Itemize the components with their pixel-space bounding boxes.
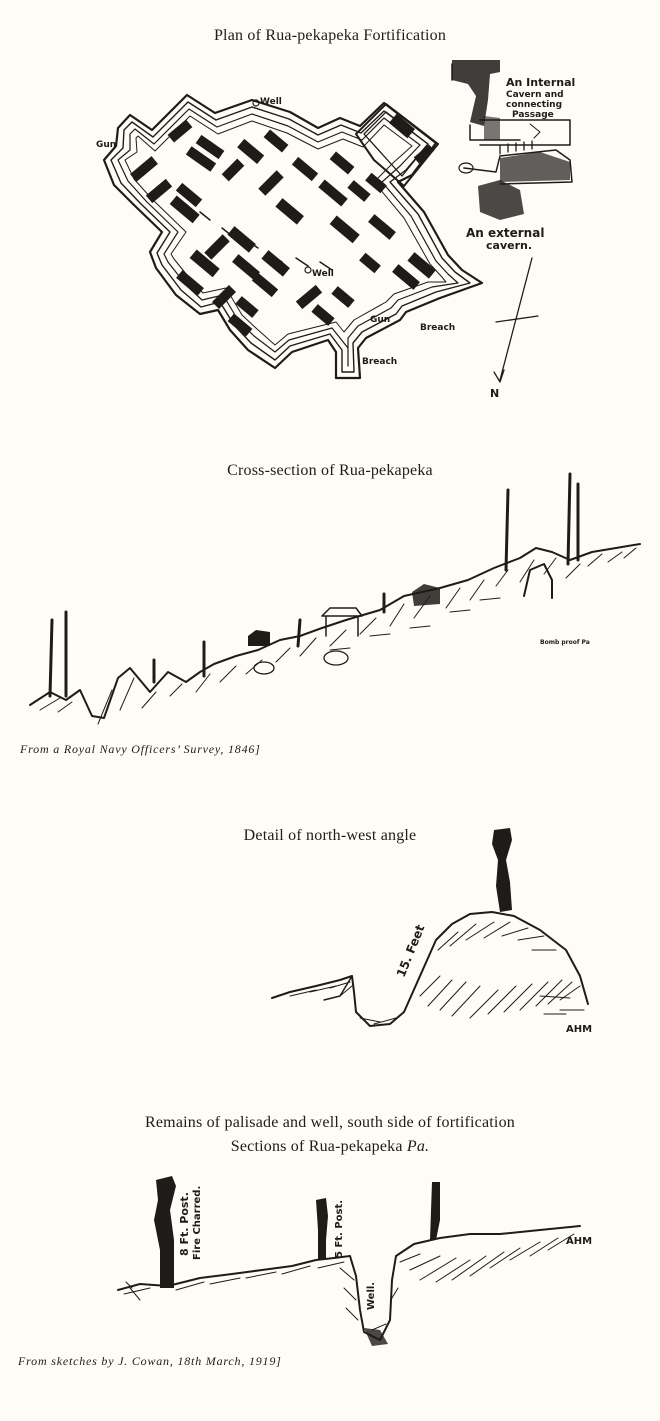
external-cavern-caption: An external cavern.	[466, 226, 544, 252]
palisade-title-line2: Sections of Rua-pekapeka Pa.	[0, 1138, 660, 1156]
palisade-initials: AHM	[566, 1236, 592, 1247]
plan-panel: Plan of Rua-pekapeka Fortification	[0, 0, 660, 440]
terrain-hatching	[39, 547, 637, 725]
external-cavern-sketch	[458, 140, 573, 220]
detail-drawing: 15. Feet AHM	[271, 828, 592, 1035]
post-5ft-label: 5 Ft. Post.	[334, 1200, 345, 1258]
breach-label-right: Breach	[420, 323, 455, 333]
well-label-top: Well	[260, 97, 282, 107]
detail-title: Detail of north-west angle	[243, 827, 417, 844]
palisade-caption: From sketches by J. Cowan, 18th March, 1…	[18, 1354, 282, 1368]
post-8ft	[154, 1176, 176, 1288]
svg-text:An Internal: An Internal	[506, 76, 575, 89]
north-label: N	[490, 387, 499, 400]
plan-title: Plan of Rua-pekapeka Fortification	[213, 27, 447, 44]
detail-initials: AHM	[566, 1024, 592, 1035]
gun-label-right: Gun	[370, 315, 390, 325]
well-marker-top	[252, 99, 260, 107]
cross-section-panel: Cross-section of Rua-pekapeka Bo	[0, 440, 660, 800]
plan-drawing: Well Well Gun Gun Breach Breach An Inter…	[96, 60, 575, 400]
breach-label-bottom: Breach	[362, 357, 397, 367]
detail-panel: Detail of north-west angle 15. Feet AHM	[0, 800, 660, 1070]
svg-text:Passage: Passage	[512, 110, 554, 120]
post-right	[430, 1182, 440, 1240]
cross-section-drawing: Bomb proof Pa	[29, 472, 641, 725]
internal-cavern-caption: An Internal Cavern and connecting Passag…	[506, 76, 575, 120]
bomb-proof-label: Bomb proof Pa	[540, 639, 590, 646]
svg-text:cavern.: cavern.	[486, 239, 532, 252]
svg-text:An external: An external	[466, 226, 544, 240]
ground-hatching	[123, 1233, 575, 1331]
detail-cliff	[323, 975, 353, 1001]
detail-mound	[271, 911, 589, 1027]
svg-text:connecting: connecting	[506, 100, 562, 110]
central-path	[199, 211, 333, 271]
palisade-title-text: Sections of Rua-pekapeka	[230, 1138, 407, 1155]
hut-blocks	[130, 113, 436, 337]
ground-profile	[117, 1225, 581, 1341]
north-arrow-icon	[493, 257, 539, 383]
palisade-title-italic: Pa.	[406, 1138, 430, 1155]
well-bottom	[364, 1328, 388, 1346]
gun-label-left: Gun	[96, 140, 116, 150]
well-label: Well.	[366, 1282, 377, 1310]
well-label-mid: Well	[312, 269, 334, 279]
palisade-title-line1: Remains of palisade and well, south side…	[145, 1114, 515, 1131]
well-marker-mid	[304, 266, 312, 274]
palisade-drawing: 8 Ft. Post. Fire Charred. 5 Ft. Post. We…	[117, 1176, 592, 1346]
post-8ft-label: 8 Ft. Post.	[178, 1192, 191, 1256]
annex-outline	[355, 103, 439, 187]
post-5ft	[316, 1198, 328, 1260]
detail-post	[492, 828, 512, 912]
cross-section-title: Cross-section of Rua-pekapeka	[227, 462, 433, 479]
cross-section-caption: From a Royal Navy Officers’ Survey, 1846…	[20, 742, 261, 756]
fortification-outline	[102, 93, 484, 380]
cross-section-huts	[248, 563, 553, 675]
palisade-panel: Remains of palisade and well, south side…	[0, 1090, 660, 1421]
svg-text:Cavern and: Cavern and	[506, 90, 564, 100]
post-8ft-sublabel: Fire Charred.	[192, 1186, 203, 1260]
detail-hatching	[289, 921, 585, 1025]
palisade-posts	[48, 472, 580, 698]
terrain-profile	[29, 543, 641, 719]
internal-cavern-sketch	[451, 60, 571, 146]
